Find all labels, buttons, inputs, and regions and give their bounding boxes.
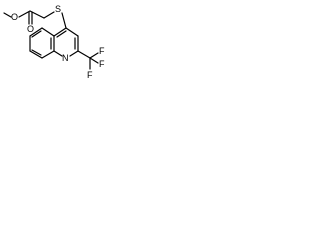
bond-c4a-c5 xyxy=(41,27,55,37)
chemical-structure: O O S N F F F xyxy=(3,4,105,80)
bond-c5-c6-inner xyxy=(31,30,42,38)
bond-c-f1 xyxy=(89,52,99,59)
atom-label-o-carbonyl: O xyxy=(27,24,34,34)
bond-carbonyl-ch2 xyxy=(29,10,45,19)
atom-label-f3: F xyxy=(87,70,93,80)
bond-c2-cf3 xyxy=(77,50,91,59)
bond-c4-c3 xyxy=(65,27,79,37)
atom-label-s: S xyxy=(55,4,61,14)
bond-c8-c8a xyxy=(41,50,55,59)
bond-c7-c8 xyxy=(29,50,43,59)
bond-c4a-c4-inner xyxy=(56,30,67,38)
bond-s-c4 xyxy=(61,12,67,29)
bond-o-carbonyl xyxy=(18,10,31,18)
bond-methyl-o xyxy=(3,12,12,18)
bond-c2-n1 xyxy=(69,50,79,57)
bond-c7-c8-inner xyxy=(31,49,42,56)
bond-c5-c6 xyxy=(29,27,43,37)
atom-label-o-ester: O xyxy=(11,12,18,22)
bond-c4a-c4 xyxy=(53,27,67,37)
atom-label-n: N xyxy=(62,53,69,63)
bond-c-f2 xyxy=(89,57,99,64)
atom-label-f1: F xyxy=(99,46,105,56)
atom-label-f2: F xyxy=(99,59,105,69)
bond-n1-c8a xyxy=(53,50,63,57)
bond-ch2-s xyxy=(43,11,55,19)
